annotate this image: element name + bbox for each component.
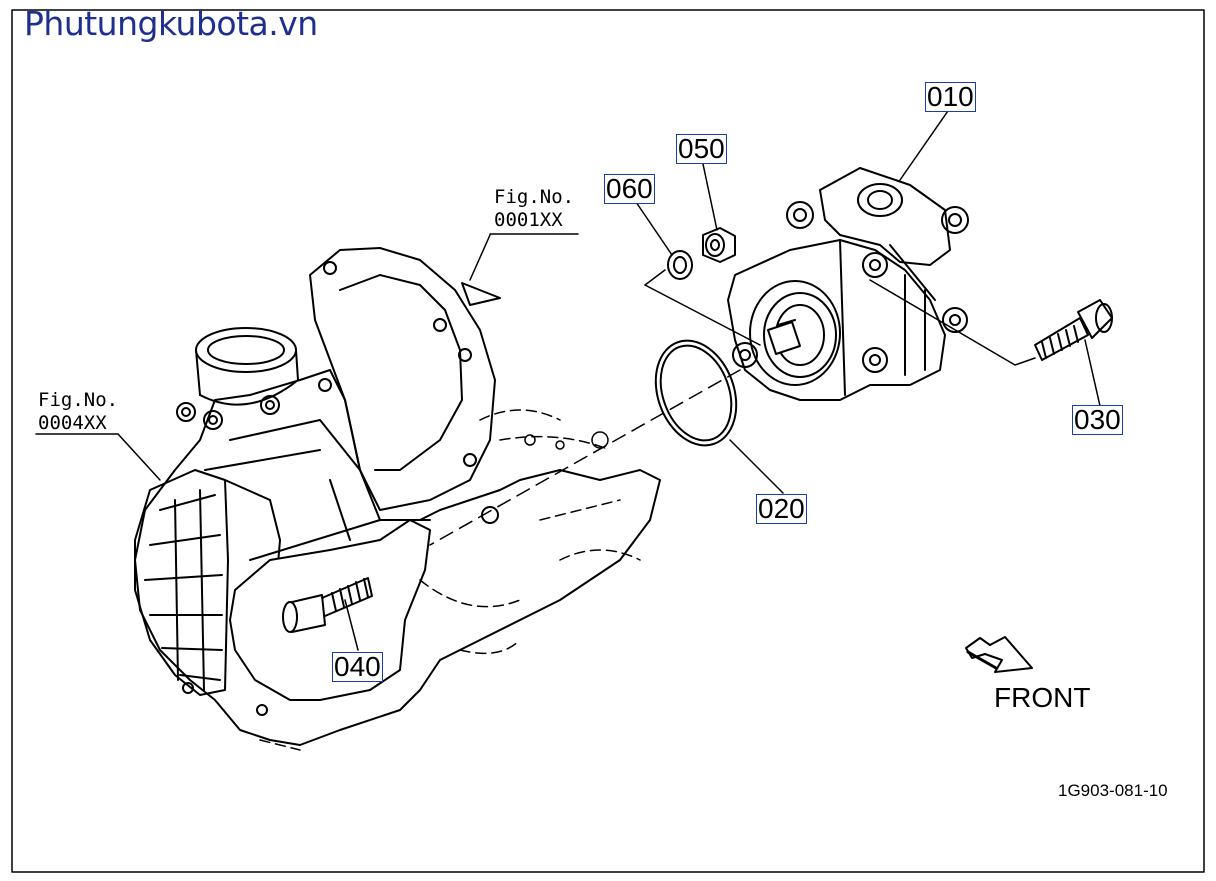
drawing-code: 1G903-081-10 (1058, 781, 1168, 800)
o-ring-020 (654, 339, 738, 447)
engine-background (259, 409, 641, 751)
fig-ref-0001xx[interactable]: Fig.No. 0001XX (494, 186, 574, 232)
assembly-guidelines (429, 269, 1036, 546)
fig-ref-number: 0004XX (38, 412, 107, 434)
hydraulic-pump-010 (727, 167, 969, 401)
fig-ref-caption: Fig.No. (38, 389, 119, 411)
part-label-040[interactable]: 040 (332, 651, 383, 682)
fig-ref-0004xx[interactable]: Fig.No. 0004XX (38, 389, 118, 435)
part-label-030[interactable]: 030 (1072, 404, 1123, 435)
part-label-060[interactable]: 060 (604, 173, 655, 204)
transmission-housing (134, 247, 661, 746)
part-label-020[interactable]: 020 (756, 493, 807, 524)
mounting-plate (229, 519, 431, 701)
front-arrow-icon (965, 636, 1033, 673)
fig-ref-caption: Fig.No. (494, 186, 575, 208)
nut-050 (702, 227, 736, 263)
part-label-050[interactable]: 050 (676, 133, 727, 164)
front-label: FRONT (994, 682, 1091, 713)
site-title[interactable]: Phutungkubota.vn (24, 4, 318, 43)
bolt-030 (1034, 299, 1113, 361)
fan-cover (134, 469, 281, 716)
washer-060 (667, 250, 693, 280)
drawing-frame (11, 9, 1205, 873)
bolt-040 (282, 577, 373, 633)
leader-lines (35, 107, 1101, 651)
fig-ref-number: 0001XX (494, 209, 563, 231)
part-label-010[interactable]: 010 (925, 81, 976, 112)
